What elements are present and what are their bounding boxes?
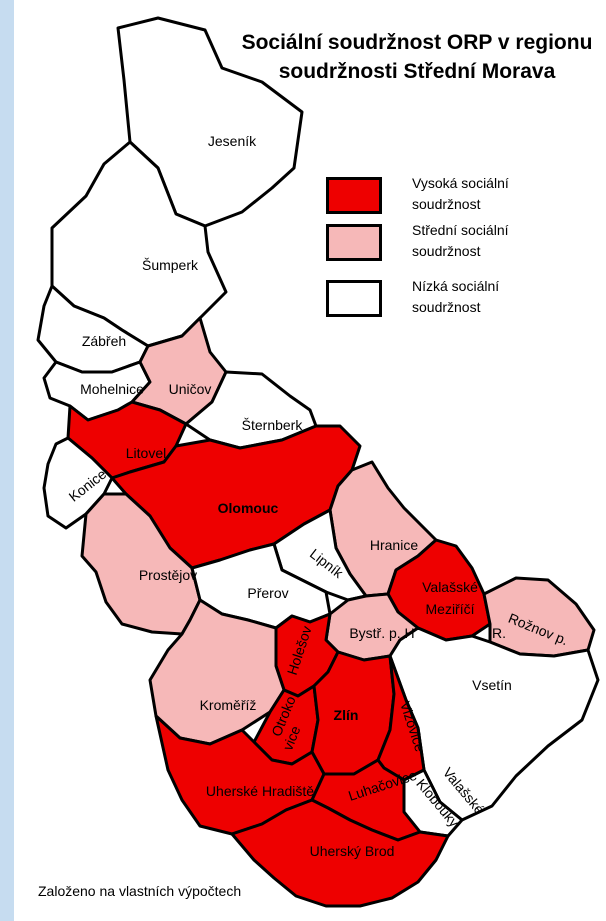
label-bystrice: Bystř. p. H (349, 625, 414, 641)
label-sternberk: Šternberk (242, 417, 304, 433)
label-jesenik: Jeseník (208, 133, 257, 149)
label-unicov: Uničov (169, 381, 212, 397)
label-uherske-hradiste: Uherské Hradiště (206, 783, 314, 799)
label-uhersky-brod: Uherský Brod (310, 843, 395, 859)
legend-label-high: Vysoká sociální soudržnost (412, 175, 509, 212)
label-kromeriz: Kroměříž (200, 697, 257, 713)
legend-label-medium: Střední sociální soudržnost (412, 222, 509, 259)
label-vsetin: Vsetín (472, 677, 512, 693)
label-zabreh: Zábřeh (82, 333, 126, 349)
label-olomouc: Olomouc (218, 500, 279, 516)
label-zlin: Zlín (334, 707, 359, 723)
label-litovel: Litovel (126, 445, 166, 461)
label-prostejov: Prostějov (139, 567, 197, 583)
map-title: Sociální soudržnost ORP v regionu soudrž… (241, 31, 593, 83)
region-uhersky-brod[interactable] (230, 798, 450, 908)
label-prerov: Přerov (247, 585, 288, 601)
label-roznov-2: R. (492, 625, 506, 641)
legend-label-low: Nízká sociální soudržnost (412, 278, 500, 315)
source-note: Založeno na vlastních výpočtech (38, 883, 242, 899)
label-mohelnice: Mohelnice (80, 381, 144, 397)
label-valasske-mezirici-2: Meziříčí (426, 601, 475, 617)
label-hranice: Hranice (370, 537, 418, 553)
legend-swatch-low (326, 280, 382, 317)
label-sumperk: Šumperk (142, 257, 199, 273)
label-valasske-mezirici-1: Valašské (422, 579, 478, 595)
legend-swatch-high (326, 177, 382, 214)
legend-swatch-medium (326, 224, 382, 261)
region-roznov[interactable] (482, 576, 596, 658)
